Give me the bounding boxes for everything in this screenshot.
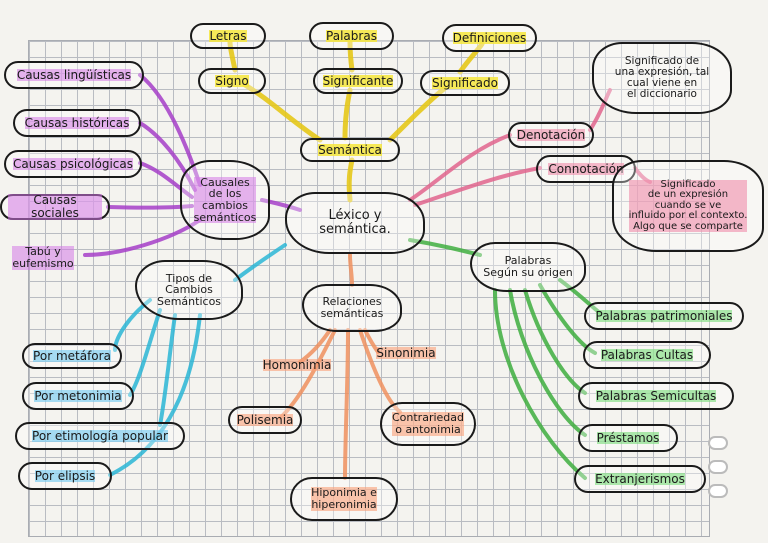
node-prestamos: Préstamos — [578, 424, 678, 452]
node-signo: Signo — [198, 68, 266, 94]
node-significado: Significado — [420, 70, 510, 96]
node-sinonimia: Sinonimia — [376, 345, 436, 360]
node-semicultas: Palabras Semicultas — [578, 382, 734, 410]
node-palabras: Palabras — [309, 22, 394, 50]
node-extranjerismos: Extranjerismos — [574, 465, 706, 493]
binder-ring — [708, 484, 728, 498]
node-tipos: Tipos de Cambios Semánticos — [135, 260, 243, 320]
node-definiciones: Definiciones — [442, 24, 537, 52]
node-homonimia: Homonimia — [262, 357, 332, 372]
node-elipsis: Por elipsis — [18, 462, 112, 490]
node-contrariedad: Contrariedad o antonimia — [380, 402, 476, 446]
node-causas-sociales: Causas sociales — [0, 194, 110, 220]
node-semantica: Semántica — [300, 138, 400, 162]
note-denotacion: Significado de una expresión, tal cual v… — [592, 42, 732, 114]
link-tipos-etimologia — [158, 313, 177, 427]
link-center-semantica — [346, 157, 355, 203]
link-tipos-elipsis — [108, 313, 202, 477]
node-causales: Causales de los cambios semánticos — [180, 160, 270, 240]
node-cultas: Palabras Cultas — [583, 341, 711, 369]
node-metafora: Por metáfora — [22, 343, 122, 369]
node-relaciones: Relaciones semánticas — [302, 284, 402, 332]
node-patrimoniales: Palabras patrimoniales — [584, 302, 744, 330]
binder-ring — [708, 460, 728, 474]
binder-ring — [708, 436, 728, 450]
link-center-relaciones — [348, 253, 354, 287]
link-semantica-significante — [342, 87, 353, 141]
node-origen: Palabras Según su origen — [470, 242, 586, 292]
node-metonimia: Por metonimia — [22, 382, 134, 410]
node-letras: Letras — [190, 23, 266, 49]
link-origen-prestamos — [508, 288, 587, 437]
node-causas-psicologicas: Causas psicológicas — [4, 150, 142, 178]
central-topic-label: Léxico y semántica. — [319, 208, 391, 237]
link-center-origen — [408, 238, 482, 257]
node-hiponimia: Hiponimia e hiperonimia — [290, 477, 398, 521]
link-center-denotacion — [408, 133, 512, 202]
link-causales-tabu — [83, 218, 202, 257]
node-etimologia: Por etimología popular — [15, 422, 185, 450]
node-causas-linguisticas: Causas lingüísticas — [4, 61, 144, 89]
node-denotacion: Denotación — [508, 122, 594, 148]
node-tabu: Tabú y eufemismo — [12, 245, 74, 270]
central-topic: Léxico y semántica. — [285, 192, 425, 254]
note-connotacion: Significado de un expresión cuando se ve… — [612, 160, 764, 252]
node-causas-historicas: Causas históricas — [13, 109, 141, 137]
link-origen-extranjerismos — [493, 288, 587, 480]
link-center-connotacion — [413, 166, 542, 207]
node-significante: Significante — [313, 68, 403, 94]
link-origen-semicultas — [523, 288, 587, 395]
link-tipos-metonimia — [128, 308, 162, 397]
link-relaciones-hiponimia — [343, 328, 350, 480]
link-center-tipos — [233, 243, 287, 282]
node-polisemia: Polisemia — [228, 406, 302, 434]
